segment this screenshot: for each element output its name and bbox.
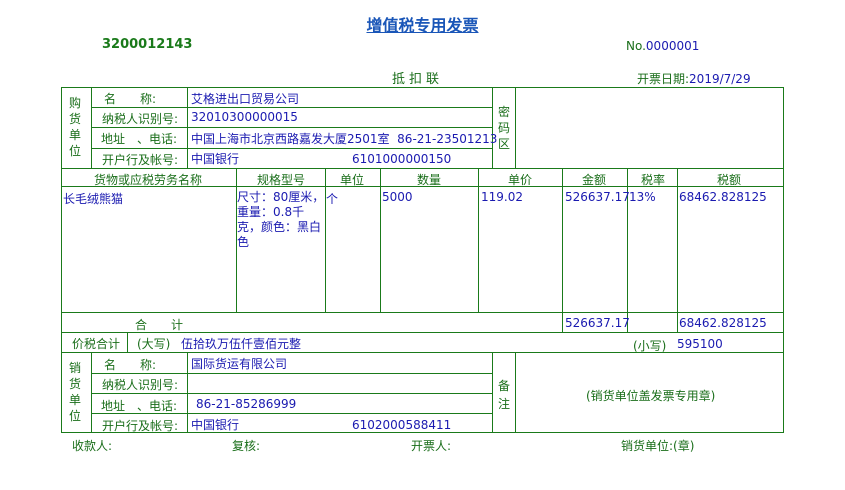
divider xyxy=(492,87,493,168)
lower-case-label: (小写) xyxy=(633,339,667,353)
header-goods-name: 货物或应税劳务名称 xyxy=(94,173,203,187)
total-amount: 526637.17 xyxy=(565,316,630,330)
invoice-number-label: No. xyxy=(626,39,646,53)
header-tax-amount: 税额 xyxy=(717,173,742,187)
seller-name-label: 名 称: xyxy=(104,358,157,372)
seller-account: 6102000588411 xyxy=(352,418,452,432)
seller-taxid-label: 纳税人识别号: xyxy=(102,378,179,392)
divider xyxy=(627,168,628,332)
divider xyxy=(61,312,784,313)
item-unit-price: 119.02 xyxy=(481,190,523,204)
seal-note: (销货单位盖发票专用章) xyxy=(586,389,716,403)
item-name: 长毛绒熊猫 xyxy=(63,192,124,206)
divider xyxy=(492,352,493,433)
item-amount: 526637.17 xyxy=(565,190,630,204)
divider xyxy=(91,393,492,394)
item-spec: 尺寸：80厘米，重量：0.8千克，颜色：黑白色 xyxy=(237,190,325,249)
seller-name: 国际货运有限公司 xyxy=(191,357,288,371)
divider xyxy=(515,87,516,168)
item-tax-amount: 68462.828125 xyxy=(679,190,767,204)
divider xyxy=(236,168,237,312)
divider xyxy=(187,87,188,168)
seller-section-label: 销货单位 xyxy=(68,361,81,423)
seller-seal-label: 销货单位:(章) xyxy=(621,439,695,453)
header-amount: 金额 xyxy=(582,173,607,187)
divider xyxy=(91,107,492,108)
upper-case-label: (大写) xyxy=(137,337,171,351)
invoice-title: 增值税专用发票 xyxy=(366,16,479,35)
seller-bank-label: 开户行及帐号: xyxy=(102,419,179,433)
invoice-date: 开票日期:2019/7/29 xyxy=(637,70,751,87)
copy-type: 抵扣联 xyxy=(392,72,444,87)
buyer-address: 中国上海市北京西路嘉发大厦2501室 86-21-23501213 xyxy=(191,132,498,146)
buyer-address-label: 地址 、电话: xyxy=(101,132,178,146)
total-tax: 68462.828125 xyxy=(679,316,767,330)
divider xyxy=(187,352,188,433)
divider xyxy=(478,168,479,312)
buyer-section-label: 购货单位 xyxy=(68,96,81,158)
invoice-number: No.0000001 xyxy=(626,39,699,53)
divider xyxy=(61,186,784,187)
divider xyxy=(91,352,92,433)
divider xyxy=(380,168,381,312)
divider xyxy=(325,168,326,312)
issuer-label: 开票人: xyxy=(411,439,452,453)
header-unit: 单位 xyxy=(340,173,365,187)
total-with-tax-label: 价税合计 xyxy=(72,337,121,351)
seller-address: 86-21-85286999 xyxy=(196,397,297,411)
divider xyxy=(91,148,492,149)
header-quantity: 数量 xyxy=(417,173,442,187)
total-label: 合 计 xyxy=(135,318,184,332)
invoice-frame xyxy=(61,87,784,433)
invoice-date-label: 开票日期: xyxy=(637,72,690,86)
payee-label: 收款人: xyxy=(72,439,113,453)
divider xyxy=(61,168,784,169)
divider xyxy=(127,332,128,352)
upper-case-value: 伍拾玖万伍仟壹佰元整 xyxy=(181,337,302,351)
divider xyxy=(562,168,563,332)
buyer-bank: 中国银行 xyxy=(191,152,240,166)
divider xyxy=(91,413,492,414)
buyer-name-label: 名 称: xyxy=(104,92,157,106)
invoice-number-value: 0000001 xyxy=(645,39,700,53)
remarks-label: 备注 xyxy=(497,379,510,411)
item-tax-rate: 13% xyxy=(629,190,656,204)
header-unit-price: 单价 xyxy=(508,173,533,187)
divider xyxy=(515,352,516,433)
divider xyxy=(91,127,492,128)
buyer-account: 6101000000150 xyxy=(352,152,452,166)
invoice-date-value: 2019/7/29 xyxy=(689,72,751,86)
header-spec: 规格型号 xyxy=(257,173,306,187)
item-unit: 个 xyxy=(326,192,339,206)
invoice-code: 3200012143 xyxy=(102,37,193,52)
divider xyxy=(61,352,784,353)
divider xyxy=(91,373,492,374)
buyer-name: 艾格进出口贸易公司 xyxy=(191,92,300,106)
divider xyxy=(677,168,678,332)
password-area-label: 密码区 xyxy=(497,105,510,151)
seller-address-label: 地址 、电话: xyxy=(101,399,178,413)
item-quantity: 5000 xyxy=(382,190,413,204)
buyer-taxid-label: 纳税人识别号: xyxy=(102,112,179,126)
reviewer-label: 复核: xyxy=(232,439,261,453)
divider xyxy=(61,332,784,333)
header-tax-rate: 税率 xyxy=(641,173,666,187)
buyer-bank-label: 开户行及帐号: xyxy=(102,153,179,167)
divider xyxy=(91,87,92,168)
seller-bank: 中国银行 xyxy=(191,418,240,432)
lower-case-value: 595100 xyxy=(677,337,723,351)
buyer-taxid: 32010300000015 xyxy=(191,110,298,124)
